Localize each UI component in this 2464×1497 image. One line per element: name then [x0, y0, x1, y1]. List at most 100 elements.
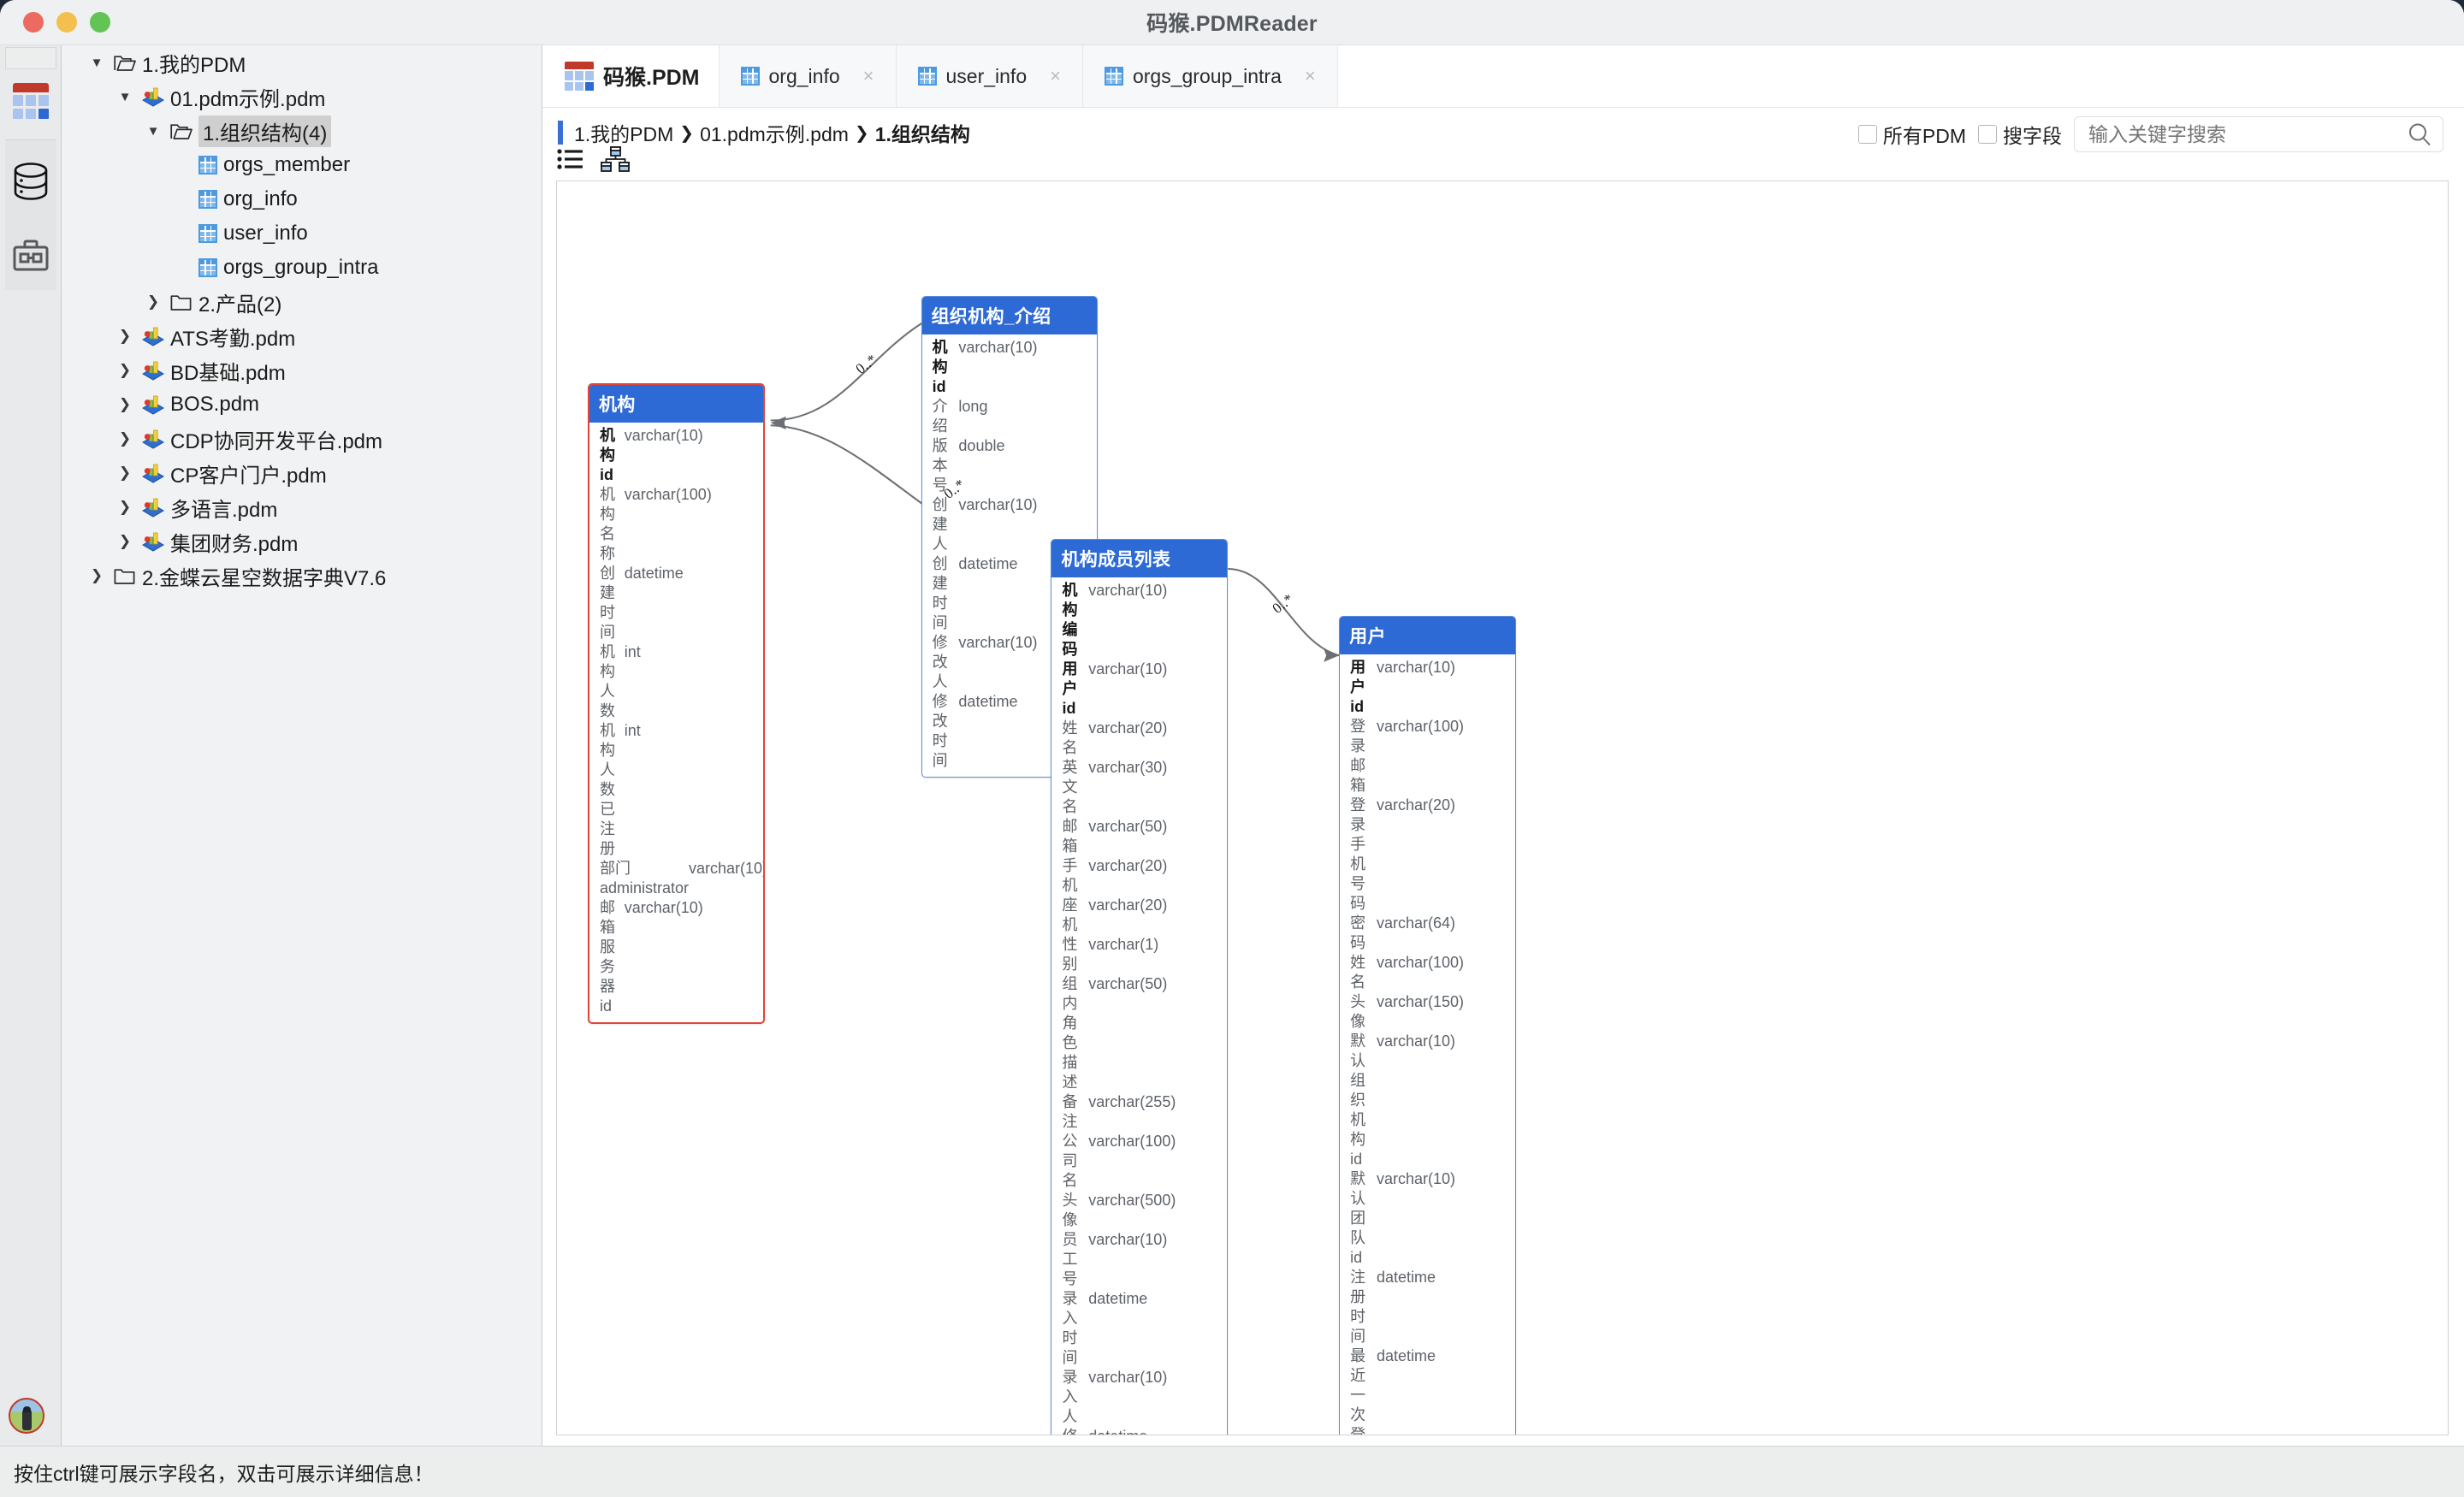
tree-twisty-closed-icon[interactable]	[116, 533, 134, 550]
breadcrumb-part-0[interactable]: 1.我的PDM	[574, 123, 674, 145]
tree-item-1[interactable]: 01.pdm示例.pdm	[62, 80, 542, 114]
field-name: 头像	[1350, 992, 1366, 1030]
breadcrumb-part-2[interactable]: 1.组织结构	[874, 123, 970, 145]
tree-item-label: orgs_member	[223, 153, 351, 176]
tree-twisty-open-icon[interactable]	[87, 56, 106, 70]
field-type: varchar(100)	[1088, 1133, 1176, 1151]
search-box[interactable]	[2074, 116, 2443, 152]
close-icon[interactable]: ×	[862, 65, 874, 86]
field-type: varchar(100)	[1376, 717, 1465, 735]
search-field-checkbox-wrap[interactable]: 搜字段	[1978, 120, 2062, 149]
table-icon	[198, 224, 217, 243]
search-icon[interactable]	[2407, 121, 2432, 147]
breadcrumb-accent-bar	[558, 121, 563, 145]
tree-item-11[interactable]: CDP协同开发平台.pdm	[62, 422, 542, 456]
field-name: 用户id	[1350, 658, 1366, 715]
close-icon[interactable]: ×	[1050, 65, 1061, 86]
field-name: 版本号	[932, 436, 948, 494]
breadcrumb: 1.我的PDM❯01.pdm示例.pdm❯1.组织结构	[558, 118, 970, 147]
field-name: 创建时间	[932, 554, 948, 631]
field-type: datetime	[958, 692, 1018, 710]
all-pdm-checkbox-wrap[interactable]: 所有PDM	[1857, 120, 1966, 149]
field-type: varchar(10)	[689, 860, 765, 878]
search-input[interactable]	[2088, 122, 2407, 146]
minimize-button[interactable]	[56, 12, 77, 33]
tab-org_info[interactable]: org_info×	[719, 45, 897, 107]
tree-item-4[interactable]: org_info	[62, 182, 542, 216]
tree-item-6[interactable]: orgs_group_intra	[62, 251, 542, 285]
tree-twisty-closed-icon[interactable]	[116, 396, 134, 413]
search-field-checkbox[interactable]	[1978, 125, 1997, 144]
tree-item-3[interactable]: orgs_member	[62, 148, 542, 182]
field-name: 最近一次登录时间	[1350, 1346, 1366, 1435]
close-icon[interactable]: ×	[1304, 65, 1316, 86]
tree-twisty-closed-icon[interactable]	[144, 293, 163, 311]
table-icon	[917, 67, 937, 86]
table-icon	[198, 190, 217, 209]
tree-twisty-closed-icon[interactable]	[87, 567, 106, 584]
tab-orgs_group_intra[interactable]: orgs_group_intra×	[1082, 45, 1338, 107]
pdm-file-icon	[142, 360, 164, 381]
arrowhead-user	[1324, 648, 1340, 662]
tree-item-10[interactable]: BOS.pdm	[62, 388, 542, 422]
search-field-label: 搜字段	[2003, 125, 2062, 147]
tree-item-5[interactable]: user_info	[62, 216, 542, 251]
rail-top-stub	[5, 47, 56, 69]
rail-button-tools[interactable]	[5, 222, 56, 290]
tree-item-2[interactable]: 1.组织结构(4)	[62, 114, 542, 148]
field-name: 录入人	[1062, 1369, 1078, 1426]
tree-item-12[interactable]: CP客户门户.pdm	[62, 456, 542, 490]
tree-twisty-open-icon[interactable]	[144, 124, 163, 139]
rail-button-pdm[interactable]	[5, 71, 56, 131]
tree-twisty-closed-icon[interactable]	[116, 362, 134, 379]
pdm-tree-panel[interactable]: 1.我的PDM01.pdm示例.pdm1.组织结构(4) orgs_membero…	[62, 45, 542, 1446]
breadcrumb-part-1[interactable]: 01.pdm示例.pdm	[700, 123, 849, 145]
avatar[interactable]	[9, 1398, 44, 1434]
field-name: 公司名	[1062, 1133, 1078, 1190]
tree-twisty-closed-icon[interactable]	[116, 328, 134, 345]
tree-twisty-closed-icon[interactable]	[116, 430, 134, 447]
pdm-file-icon	[142, 497, 164, 518]
tab-home[interactable]: 码猴.PDM	[542, 45, 720, 107]
pdm-file-icon	[142, 326, 164, 346]
tree-item-15[interactable]: 2.金蝶云星空数据字典V7.6	[62, 559, 542, 593]
tree-item-8[interactable]: ATS考勤.pdm	[62, 319, 542, 353]
field-type: datetime	[1376, 1346, 1436, 1364]
field-name: 创建人	[932, 495, 948, 553]
tree-item-label: ATS考勤.pdm	[170, 327, 296, 351]
field-type: varchar(10)	[958, 633, 1038, 651]
pdm-logo-icon	[565, 62, 594, 91]
field-type: varchar(100)	[624, 486, 712, 504]
tree-item-7[interactable]: 2.产品(2)	[62, 285, 542, 319]
relation-org-member-to-user	[1228, 567, 1340, 657]
tree-twisty-closed-icon[interactable]	[116, 499, 134, 516]
rail-button-database[interactable]	[5, 139, 56, 222]
maximize-button[interactable]	[90, 12, 110, 33]
toolbox-icon	[13, 240, 49, 271]
tree-item-14[interactable]: 集团财务.pdm	[62, 524, 542, 559]
close-button[interactable]	[23, 12, 44, 33]
tree-item-13[interactable]: 多语言.pdm	[62, 490, 542, 524]
field-type: varchar(30)	[1088, 759, 1168, 777]
tab-user_info[interactable]: user_info×	[896, 45, 1083, 107]
hierarchy-view-icon[interactable]	[601, 146, 630, 172]
list-view-icon[interactable]	[556, 146, 585, 172]
tree-twisty-open-icon[interactable]	[116, 90, 134, 104]
tree-item-0[interactable]: 1.我的PDM	[62, 45, 542, 80]
tree-item-9[interactable]: BD基础.pdm	[62, 353, 542, 388]
all-pdm-checkbox[interactable]	[1857, 125, 1877, 144]
tree-twisty-closed-icon[interactable]	[116, 464, 134, 482]
